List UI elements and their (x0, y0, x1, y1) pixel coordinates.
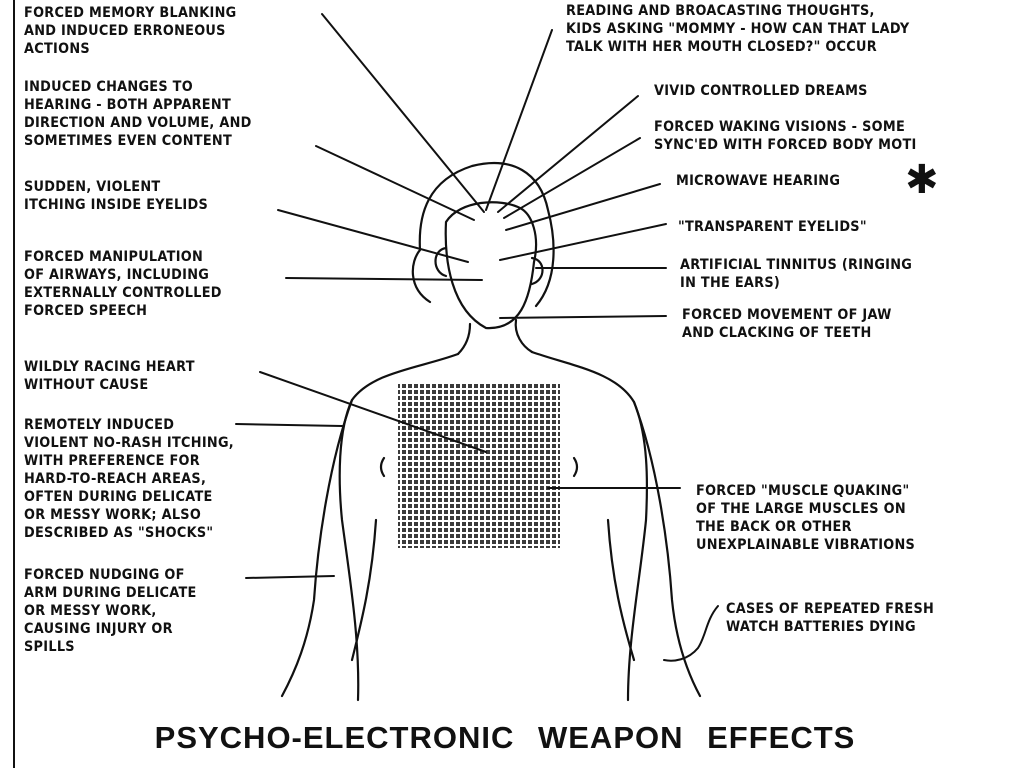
line-transparent (499, 223, 667, 261)
label-line: TALK WITH HER MOUTH CLOSED?" OCCUR (566, 39, 877, 55)
label-line: WATCH BATTERIES DYING (726, 619, 916, 635)
line-visions (503, 137, 641, 219)
torso-right (530, 350, 649, 702)
label-line: OF AIRWAYS, INCLUDING (24, 267, 210, 283)
label-line: ARM DURING DELICATE (24, 585, 197, 601)
label-forced-jaw: FORCED MOVEMENT OF JAW AND CLACKING OF TE… (682, 306, 892, 342)
pointer-lines (235, 13, 719, 662)
label-line: "TRANSPARENT EYELIDS" (678, 219, 867, 235)
label-forced-nudging-arm: FORCED NUDGING OF ARM DURING DELICATE OR M… (24, 566, 197, 656)
left-side-mark (379, 456, 386, 478)
line-eyelids (277, 209, 469, 263)
label-line: THE BACK OR OTHER (696, 519, 852, 535)
asterisk-icon: ✱ (905, 157, 939, 203)
left-arm-outer (280, 398, 354, 698)
label-line: FORCED WAKING VISIONS - SOME (654, 119, 906, 135)
label-vivid-dreams: VIVID CONTROLLED DREAMS (654, 82, 868, 100)
neck-left (456, 322, 472, 356)
line-dreams (497, 95, 639, 213)
label-line: SUDDEN, VIOLENT (24, 179, 161, 195)
chest-grid (398, 384, 560, 548)
line-reading (485, 29, 553, 211)
label-induced-changes-hearing: INDUCED CHANGES TO HEARING - BOTH APPAREN… (24, 78, 252, 150)
label-line: FORCED MEMORY BLANKING (24, 5, 237, 21)
label-forced-manipulation-airways: FORCED MANIPULATION OF AIRWAYS, INCLUDING… (24, 248, 222, 320)
line-hearing (315, 145, 475, 221)
human-figure (280, 162, 702, 702)
label-line: HEARING - BOTH APPARENT (24, 97, 232, 113)
label-line: OR MESSY WORK; ALSO (24, 507, 202, 523)
face-outline (444, 201, 538, 330)
label-sudden-itching-eyelids: SUDDEN, VIOLENT ITCHING INSIDE EYELIDS (24, 178, 208, 214)
label-reading-broadcasting: READING AND BROACASTING THOUGHTS, KIDS AS… (566, 2, 909, 56)
line-batteries (663, 605, 719, 662)
label-line: SOMETIMES EVEN CONTENT (24, 133, 233, 149)
line-heart (259, 371, 487, 453)
neck-right (514, 318, 534, 354)
label-line: REMOTELY INDUCED (24, 417, 175, 433)
label-line: IN THE EARS) (680, 275, 781, 291)
label-line: ARTIFICIAL TINNITUS (RINGING (680, 257, 913, 273)
label-line: WITH PREFERENCE FOR (24, 453, 200, 469)
right-side-mark (572, 456, 579, 478)
label-line: FORCED MOVEMENT OF JAW (682, 307, 892, 323)
label-line: DESCRIBED AS "SHOCKS" (24, 525, 214, 541)
label-line: OF THE LARGE MUSCLES ON (696, 501, 906, 517)
label-line: ITCHING INSIDE EYELIDS (24, 197, 209, 213)
label-waking-visions: FORCED WAKING VISIONS - SOME SYNC'ED WITH… (654, 118, 917, 154)
label-line: ACTIONS (24, 41, 90, 57)
label-line: FORCED "MUSCLE QUAKING" (696, 483, 910, 499)
left-arm-inner (350, 518, 378, 662)
label-watch-batteries: CASES OF REPEATED FRESH WATCH BATTERIES D… (726, 600, 934, 636)
label-line: SPILLS (24, 639, 75, 655)
label-line: READING AND BROACASTING THOUGHTS, (566, 3, 875, 19)
label-line: HARD-TO-REACH AREAS, (24, 471, 207, 487)
left-ear (434, 246, 448, 278)
label-line: KIDS ASKING "MOMMY - HOW CAN THAT LADY (566, 21, 910, 37)
label-line: FORCED SPEECH (24, 303, 148, 319)
line-jaw (499, 315, 667, 319)
line-microwave (505, 183, 661, 231)
label-line: AND CLACKING OF TEETH (682, 325, 872, 341)
label-line: UNEXPLAINABLE VIBRATIONS (696, 537, 916, 553)
line-nudging (245, 575, 335, 579)
right-arm-outer (632, 400, 702, 698)
label-transparent-eyelids: "TRANSPARENT EYELIDS" (678, 218, 867, 236)
label-microwave-hearing: MICROWAVE HEARING (676, 172, 840, 190)
label-wildly-racing-heart: WILDLY RACING HEART WITHOUT CAUSE (24, 358, 195, 394)
label-line: CASES OF REPEATED FRESH (726, 601, 935, 617)
label-line: SYNC'ED WITH FORCED BODY MOTI (654, 137, 917, 153)
label-artificial-tinnitus: ARTIFICIAL TINNITUS (RINGING IN THE EARS) (680, 256, 912, 292)
torso-left (338, 352, 460, 702)
label-line: CAUSING INJURY OR (24, 621, 173, 637)
label-line: WITHOUT CAUSE (24, 377, 149, 393)
label-line: VIOLENT NO-RASH ITCHING, (24, 435, 234, 451)
line-airways (285, 277, 483, 281)
label-line: AND INDUCED ERRONEOUS (24, 23, 226, 39)
label-line: VIVID CONTROLLED DREAMS (654, 83, 868, 99)
label-line: MICROWAVE HEARING (676, 173, 841, 189)
right-arm-inner (606, 518, 636, 662)
label-muscle-quaking: FORCED "MUSCLE QUAKING" OF THE LARGE MUSC… (696, 482, 915, 554)
line-itching (235, 423, 343, 427)
line-memory (321, 13, 485, 213)
hair-outline (411, 162, 555, 308)
label-remotely-induced-itching: REMOTELY INDUCED VIOLENT NO-RASH ITCHING,… (24, 416, 234, 542)
label-line: OFTEN DURING DELICATE (24, 489, 213, 505)
label-line: DIRECTION AND VOLUME, AND (24, 115, 252, 131)
right-ear (530, 256, 544, 286)
label-line: INDUCED CHANGES TO (24, 79, 193, 95)
label-line: FORCED NUDGING OF (24, 567, 185, 583)
page-title: PSYCHO-ELECTRONIC WEAPON EFFECTS (154, 720, 856, 755)
label-line: FORCED MANIPULATION (24, 249, 204, 265)
label-line: EXTERNALLY CONTROLLED (24, 285, 222, 301)
label-line: OR MESSY WORK, (24, 603, 157, 619)
label-line: WILDLY RACING HEART (24, 359, 195, 375)
label-forced-memory-blanking: FORCED MEMORY BLANKING AND INDUCED ERRONE… (24, 4, 236, 58)
